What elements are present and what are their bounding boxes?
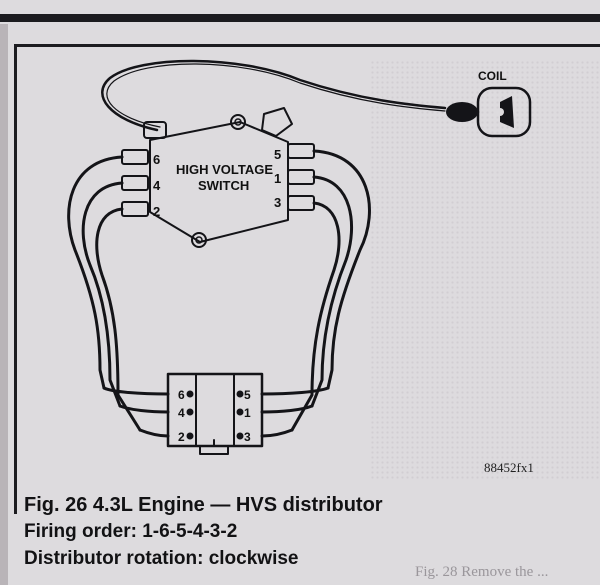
mount-screw-top: [230, 114, 246, 130]
page-edge-shadow: [0, 24, 8, 585]
switch-plate: [149, 121, 289, 243]
capacitor-boot: [261, 107, 293, 137]
coil-lead-wire: [101, 59, 447, 132]
left-terminal-4: 4: [153, 178, 161, 193]
coil-label: COIL: [478, 69, 507, 83]
right-terminal-3: 3: [274, 195, 281, 210]
firing-order-text: Firing order: 1-6-5-4-3-2: [24, 521, 238, 542]
bottom-right-terminal-5: 5: [244, 388, 251, 402]
bleed-through-text: Fig. 28 Remove the ...: [415, 520, 600, 585]
distributor-rotation-text: Distributor rotation: clockwise: [24, 548, 299, 569]
figure-reference-code: 88452fx1: [484, 460, 534, 475]
halftone-texture: [370, 60, 600, 480]
switch-label-line1: HIGH VOLTAGE: [176, 162, 273, 177]
left-terminal-6: 6: [153, 152, 160, 167]
figure-frame: [14, 44, 600, 514]
left-terminal-2: 2: [153, 204, 160, 219]
mount-screw-bottom: [191, 232, 207, 248]
coil-connector: [446, 96, 514, 128]
top-rule: [0, 14, 600, 22]
bottom-left-terminal-2: 2: [178, 430, 185, 444]
bottom-right-terminal-1: 1: [244, 406, 251, 420]
figure-caption-title: Fig. 26 4.3L Engine — HVS distributor: [24, 494, 383, 516]
right-terminal-1: 1: [274, 171, 281, 186]
right-terminal-5: 5: [274, 147, 281, 162]
coil-input-boot: [143, 121, 167, 139]
bottom-left-terminal-6: 6: [178, 388, 185, 402]
bleed-through-line: Fig. 28 Remove the ...: [415, 564, 549, 580]
bottom-right-terminal-3: 3: [244, 430, 251, 444]
bottom-left-terminal-4: 4: [178, 406, 185, 420]
switch-label-line2: SWITCH: [198, 178, 249, 193]
